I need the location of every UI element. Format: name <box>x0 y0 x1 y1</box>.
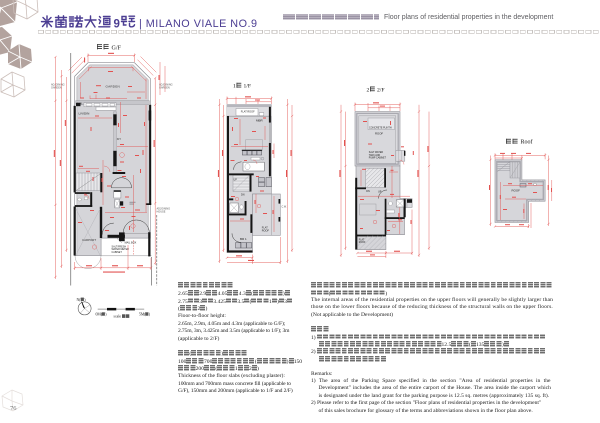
svg-text:WATER METER: WATER METER <box>112 248 130 251</box>
svg-text:MBR: MBR <box>256 119 264 123</box>
svg-text:ADJOINING: ADJOINING <box>51 84 65 87</box>
svg-text:ADJOINING: ADJOINING <box>159 84 173 87</box>
svg-text:LIV/DIN: LIV/DIN <box>79 112 90 116</box>
svg-text:): ) <box>84 298 86 302</box>
svg-text:CABINET: CABINET <box>112 251 123 254</box>
svg-text:N(: N( <box>77 298 82 302</box>
svg-text:Roof: Roof <box>521 139 533 146</box>
svg-text:| MILANO VIALE NO.9: | MILANO VIALE NO.9 <box>139 18 258 30</box>
svg-text:C.W.: C.W. <box>282 206 288 209</box>
svg-text:FLAT ROOF: FLAT ROOF <box>241 110 255 113</box>
svg-text:ROOF: ROOF <box>512 189 521 193</box>
svg-text:scale: scale <box>114 315 122 319</box>
svg-text:TANK AND: TANK AND <box>369 154 381 157</box>
svg-text:SALT/FRESH: SALT/FRESH <box>112 245 127 248</box>
svg-text:GARDEN: GARDEN <box>51 87 62 90</box>
svg-text:GARDEN: GARDEN <box>159 87 170 90</box>
svg-text:ROOF: ROOF <box>375 132 383 136</box>
svg-text:SALT WATER: SALT WATER <box>369 151 384 154</box>
svg-text:BR 1: BR 1 <box>240 237 247 241</box>
svg-text:UP: UP <box>234 179 238 182</box>
svg-text:ROOF: ROOF <box>262 229 270 232</box>
svg-text:1: 1 <box>233 84 236 90</box>
svg-text:2/F: 2/F <box>377 87 384 93</box>
svg-text:DN: DN <box>241 194 245 197</box>
svg-text:FLAT: FLAT <box>359 238 365 241</box>
svg-text:9: 9 <box>114 18 120 30</box>
svg-text:1/F: 1/F <box>244 84 251 90</box>
svg-text:DN: DN <box>366 190 370 193</box>
svg-text:UP: UP <box>378 191 382 194</box>
svg-text:): ) <box>149 313 151 317</box>
svg-text:GARDEN: GARDEN <box>106 85 120 89</box>
svg-text:FLAT: FLAT <box>262 226 268 229</box>
svg-text:CARPORT: CARPORT <box>82 238 96 242</box>
svg-text:G/F: G/F <box>112 46 122 52</box>
svg-text:HOUSE: HOUSE <box>157 211 166 214</box>
svg-text:): ) <box>105 313 107 317</box>
svg-text:0M(: 0M( <box>96 313 103 317</box>
svg-text:5M(: 5M( <box>139 313 146 317</box>
svg-text:ROOF: ROOF <box>359 242 366 244</box>
svg-text:PUMP CABINET: PUMP CABINET <box>369 157 387 160</box>
svg-text:CONCRETE PLINTH: CONCRETE PLINTH <box>369 126 392 129</box>
svg-text:2: 2 <box>367 87 370 93</box>
svg-text:ADJOINING: ADJOINING <box>157 208 171 211</box>
svg-text:MAIL BOX: MAIL BOX <box>125 242 137 245</box>
svg-text:KIT.: KIT. <box>117 137 122 141</box>
